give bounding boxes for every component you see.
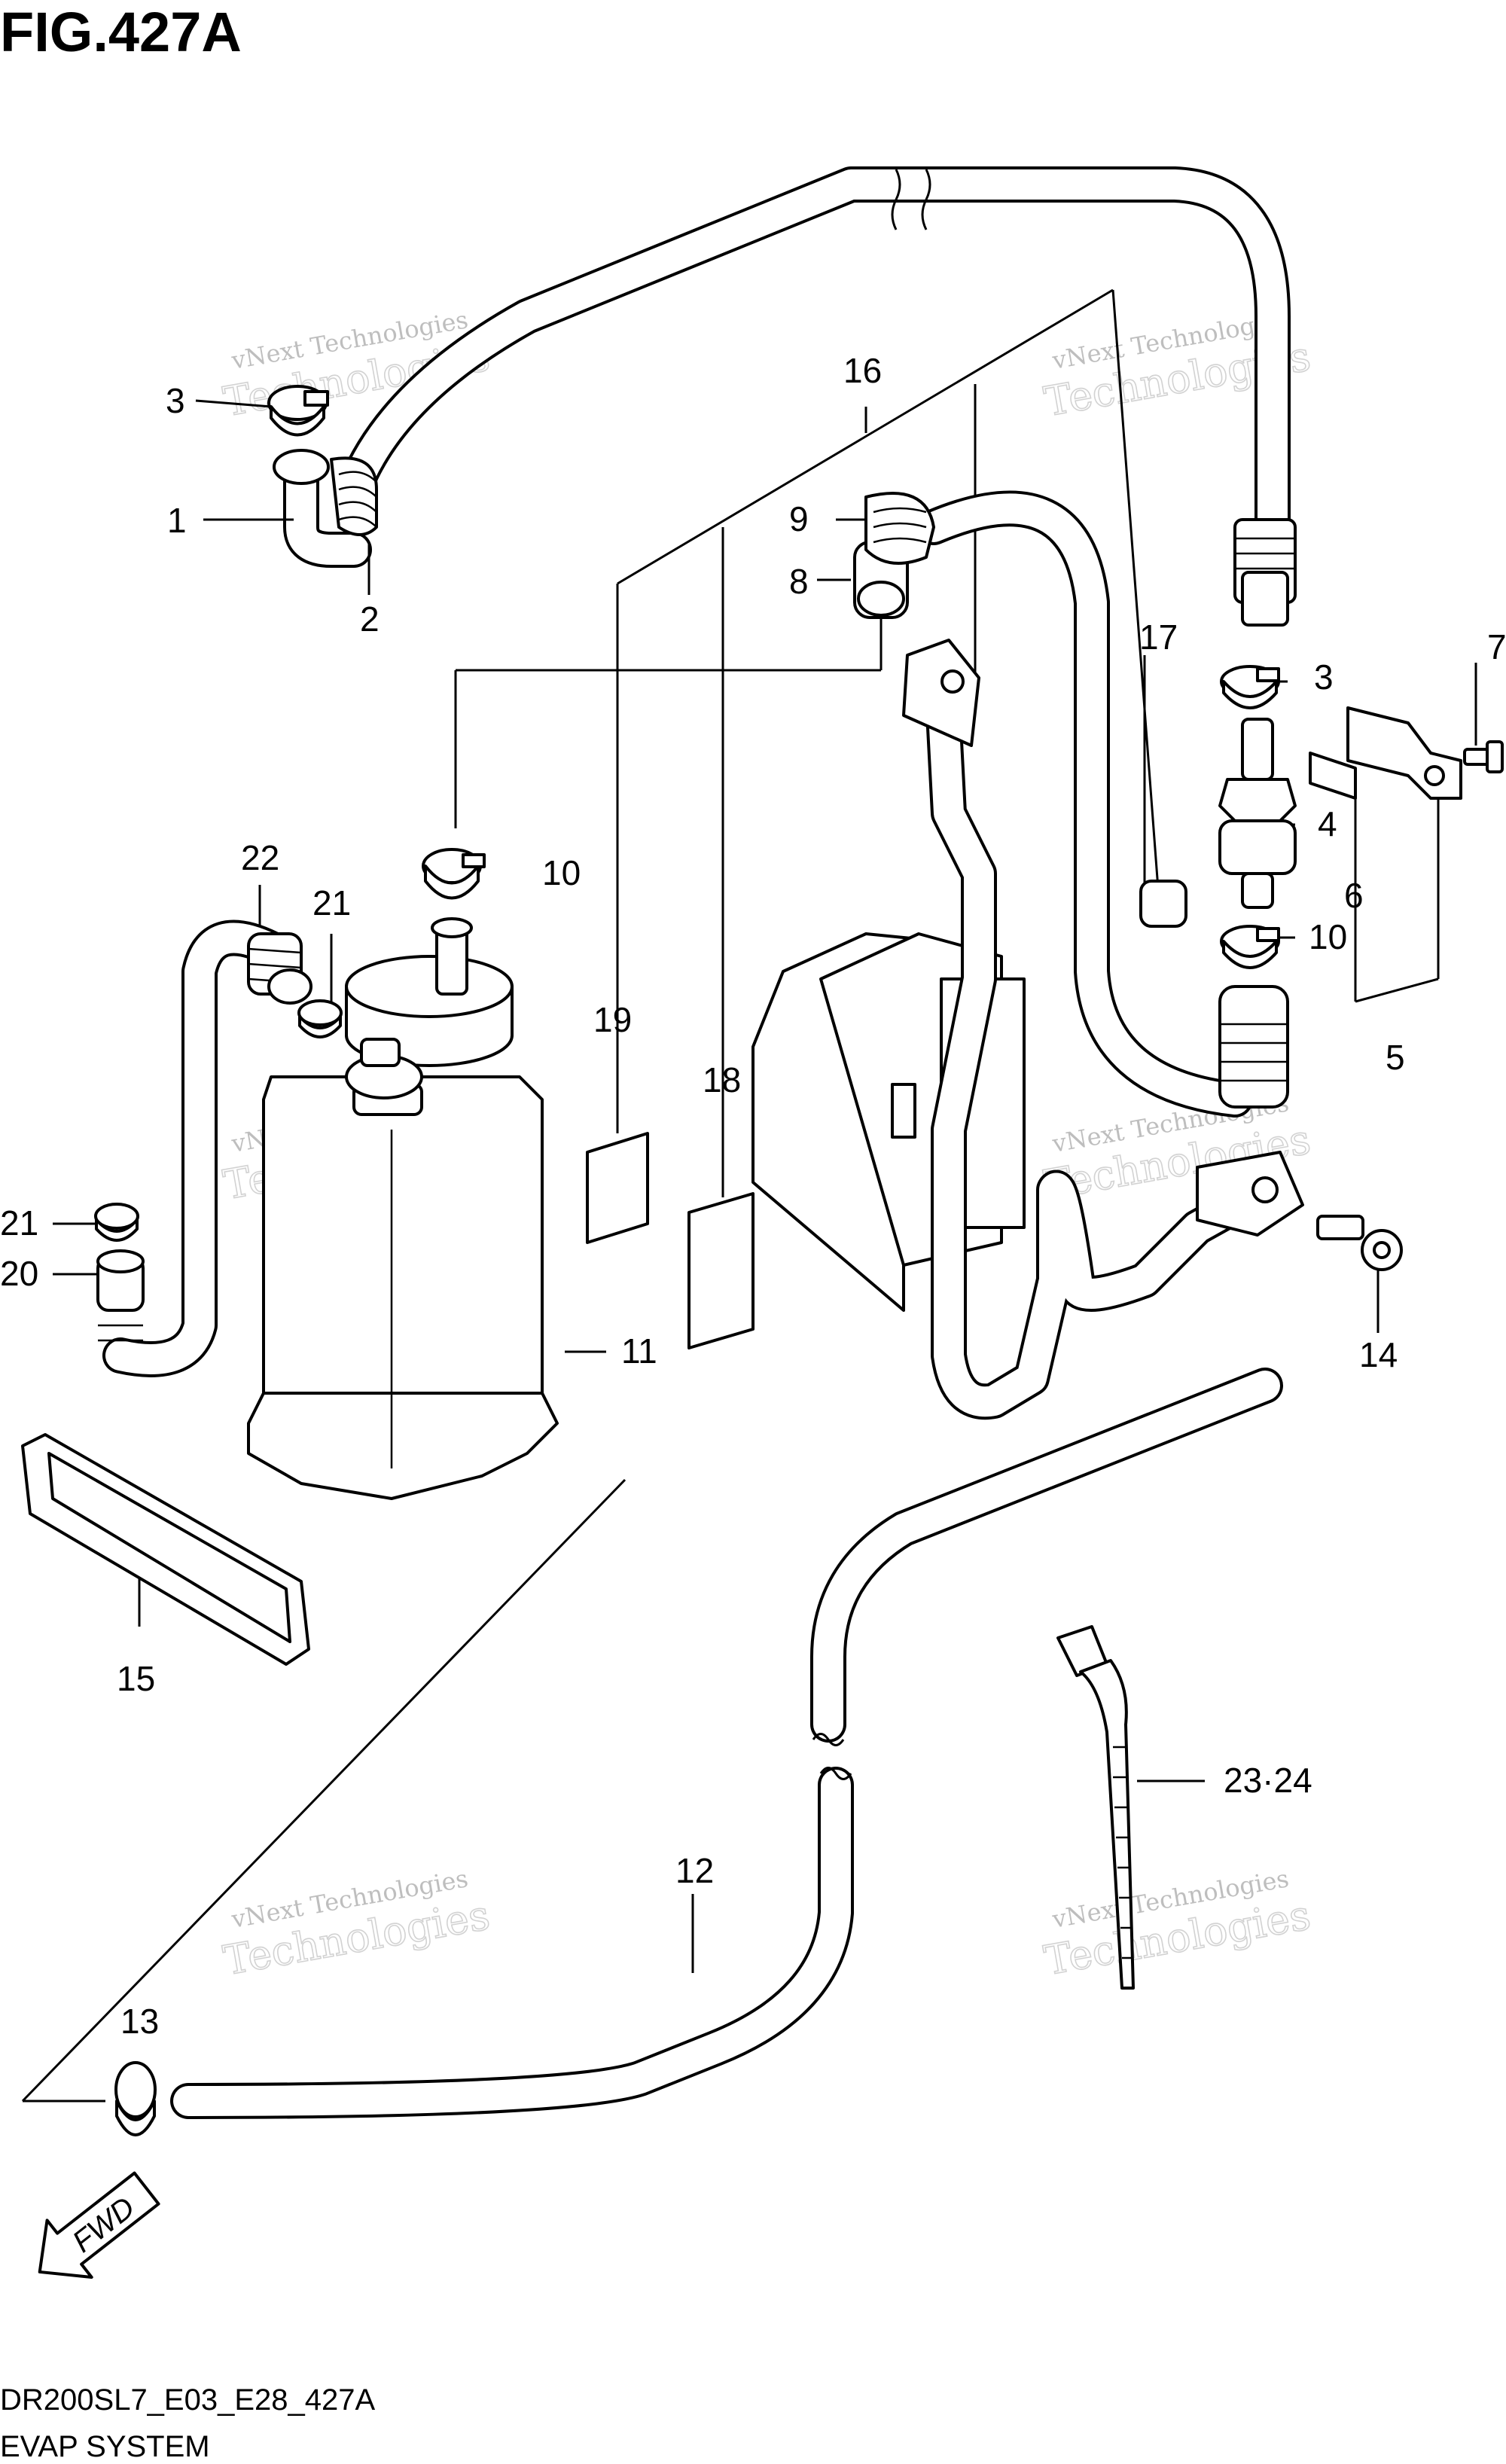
band-strap-part-15 [21, 1433, 310, 1666]
callout-20: 20 [0, 1254, 38, 1293]
callout-22: 22 [241, 838, 279, 877]
hose-clamp-part-21-upper [297, 999, 343, 1038]
callout-12: 12 [675, 1851, 714, 1890]
callout-labels: 3 1 2 16 9 8 17 3 7 4 6 10 5 10 22 21 19… [0, 351, 1506, 2041]
cable-tie-part-23-24 [1056, 1625, 1135, 1990]
callout-10-right: 10 [1309, 917, 1347, 956]
callout-9: 9 [789, 499, 809, 538]
callout-6: 6 [1344, 876, 1364, 915]
figure-title: FIG.427A [0, 1, 242, 63]
callout-5: 5 [1386, 1038, 1405, 1077]
callout-18: 18 [703, 1060, 741, 1099]
bracket-part-5-6 [1309, 706, 1462, 800]
callout-3-right: 3 [1314, 657, 1334, 697]
callout-10-left: 10 [542, 853, 581, 892]
hose-clamp-part-21-lower [94, 1203, 139, 1242]
bolt-part-14 [1316, 1215, 1403, 1271]
callout-21-lower: 21 [0, 1203, 38, 1243]
callout-21-upper: 21 [312, 883, 351, 922]
watermark: vNext Technologies Technologies [219, 1864, 494, 1985]
callout-19: 19 [593, 1000, 632, 1039]
callout-1: 1 [167, 501, 187, 540]
callout-3: 3 [166, 381, 185, 420]
callout-7: 7 [1487, 627, 1506, 666]
label-part-19 [586, 1132, 649, 1244]
hose-part-22 [102, 919, 312, 1377]
callout-14: 14 [1359, 1335, 1398, 1374]
callout-15: 15 [117, 1659, 155, 1698]
breather-tube-part-17 [916, 490, 1253, 1118]
screw-part-7 [1463, 740, 1504, 773]
callout-16: 16 [843, 351, 882, 390]
callout-13: 13 [120, 2002, 159, 2041]
hose-clamp-part-3-left [267, 385, 329, 437]
model-code: DR200SL7_E03_E28_427A [0, 2383, 376, 2417]
callout-17: 17 [1139, 618, 1178, 657]
callout-4: 4 [1318, 804, 1337, 843]
elbow-pipe-part-1 [273, 449, 378, 568]
hose-clamp-part-3-right [1220, 665, 1280, 709]
forward-direction-arrow: FWD [38, 2171, 160, 2279]
callout-2: 2 [360, 599, 380, 639]
watermark: vNext Technologies Technologies [1040, 1864, 1315, 1985]
long-hose-part-12 [170, 1368, 1283, 2119]
top-hose [336, 166, 1297, 627]
charcoal-canister-part-11 [247, 917, 559, 1500]
check-valve-part-4 [1218, 718, 1297, 909]
label-part-18 [687, 1192, 755, 1349]
hose-clamp-part-13 [114, 2061, 157, 2136]
system-name: EVAP SYSTEM [0, 2430, 210, 2463]
callout-11: 11 [621, 1331, 657, 1371]
callout-8: 8 [789, 562, 809, 601]
hose-clamp-part-10-right [1220, 925, 1280, 969]
leader-lines [21, 288, 1477, 2103]
hose-end-lower-right [1218, 985, 1289, 1108]
callout-23-24: 23·24 [1224, 1761, 1312, 1800]
hose-clamp-part-10-left [422, 848, 486, 900]
hose-end-part-8-9 [853, 492, 935, 619]
metal-pipe-part-16 [902, 639, 1304, 1420]
hose-end-part-20 [96, 1249, 145, 1342]
